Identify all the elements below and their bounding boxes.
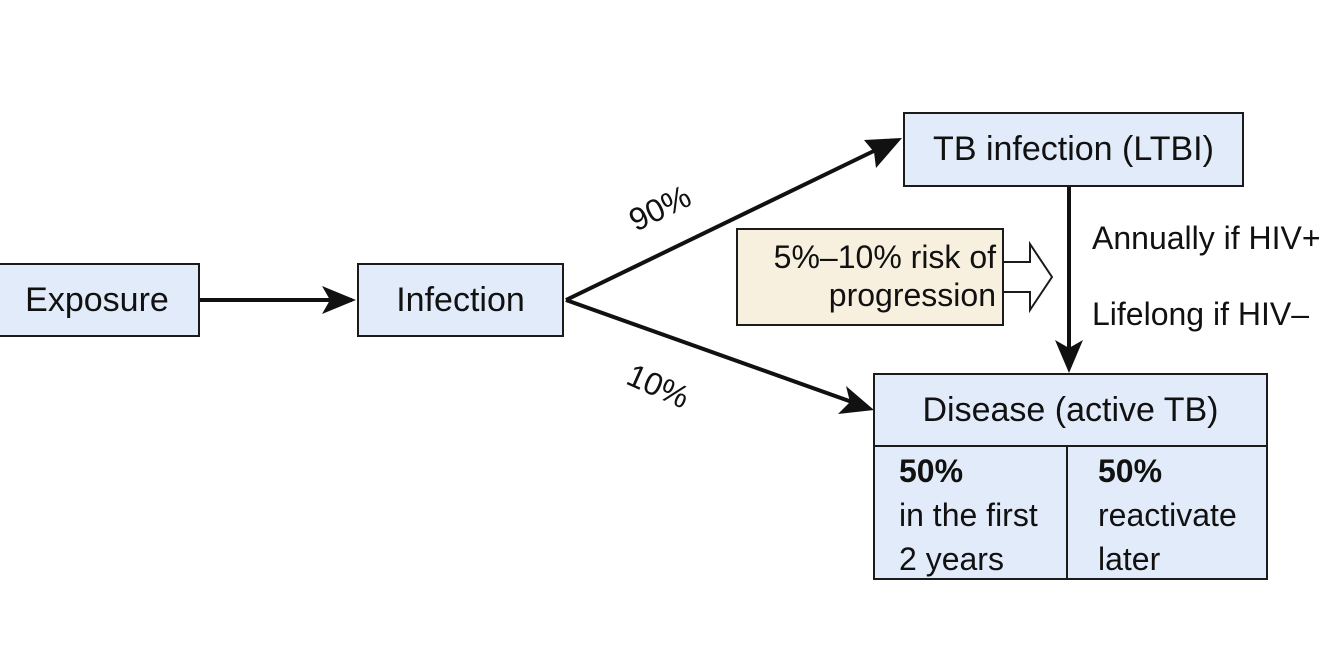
disease-node: Disease (active TB) 50% in the first 2 y… xyxy=(873,373,1268,580)
early-line-2: 2 years xyxy=(899,541,1004,577)
exposure-label: Exposure xyxy=(25,280,169,319)
arrowhead-disease xyxy=(838,386,874,414)
late-line-2: later xyxy=(1098,541,1161,577)
arrow-infection-to-disease xyxy=(565,298,853,404)
risk-line-1: 5%–10% risk of xyxy=(773,239,996,275)
arrowhead-infection xyxy=(322,286,356,314)
late-line-1: reactivate xyxy=(1098,497,1237,533)
disease-label: Disease (active TB) xyxy=(922,390,1219,429)
disease-late-cell: 50% reactivate later xyxy=(1068,447,1266,578)
arrowhead-ltbi xyxy=(864,138,902,168)
disease-early-cell: 50% in the first 2 years xyxy=(875,447,1068,578)
arrowhead-disease-vertical xyxy=(1055,340,1083,373)
late-pct: 50% xyxy=(1098,453,1163,489)
ltbi-node: TB infection (LTBI) xyxy=(903,112,1244,187)
ltbi-label: TB infection (LTBI) xyxy=(933,130,1214,168)
lifelong-hiv-neg-label: Lifelong if HIV– xyxy=(1092,296,1310,332)
early-pct: 50% xyxy=(899,453,964,489)
infection-node: Infection xyxy=(357,263,564,337)
progression-arrow xyxy=(1004,240,1054,314)
annual-hiv-pos-label: Annually if HIV+ xyxy=(1092,220,1321,256)
progression-risk-note: 5%–10% risk of progression xyxy=(736,228,1004,326)
risk-line-2: progression xyxy=(828,277,996,313)
exposure-node: Exposure xyxy=(0,263,200,337)
infection-label: Infection xyxy=(396,280,525,319)
early-line-1: in the first xyxy=(899,497,1038,533)
arrow-infection-to-ltbi xyxy=(565,146,881,302)
disease-title: Disease (active TB) xyxy=(875,375,1266,447)
